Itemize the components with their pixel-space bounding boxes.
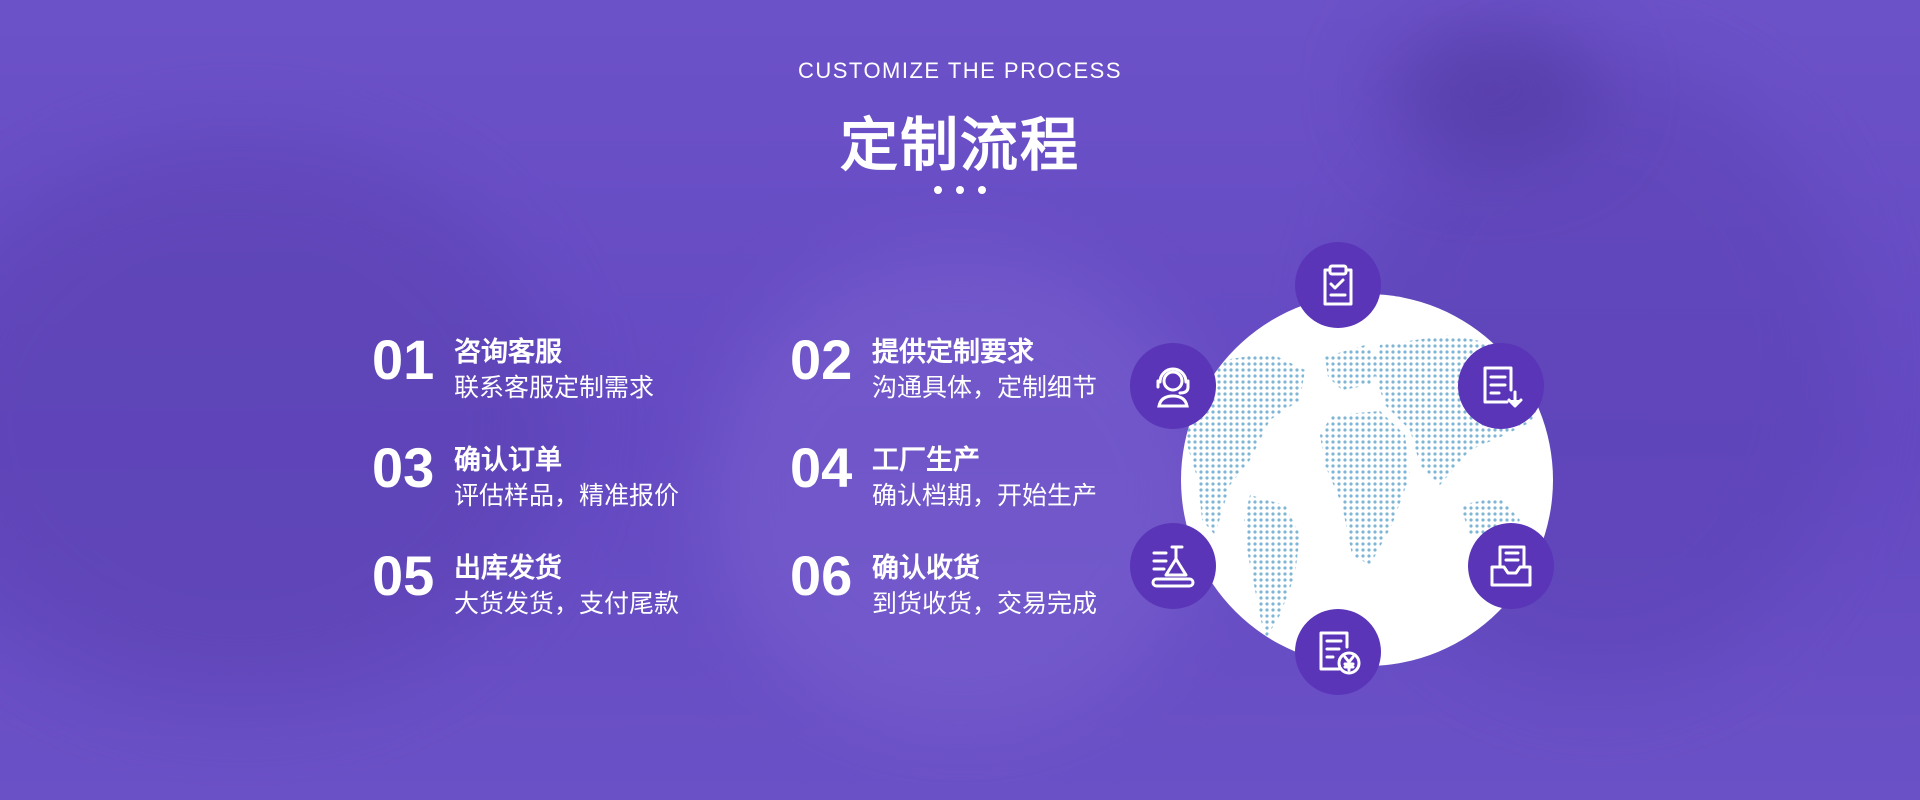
step-title: 工厂生产 <box>872 445 980 476</box>
title-dots-divider <box>0 186 1920 202</box>
invoice-yen-icon-badge <box>1295 609 1381 695</box>
step-description: 大货发货，支付尾款 <box>454 589 680 618</box>
step-number: 01 <box>372 328 435 391</box>
step-title: 确认收货 <box>872 553 980 584</box>
step-number: 02 <box>790 328 853 391</box>
step-title: 确认订单 <box>454 445 562 476</box>
customer-service-icon-badge <box>1130 343 1216 429</box>
section-title: 定制流程 <box>839 111 1080 179</box>
step-title: 出库发货 <box>454 553 562 584</box>
checklist-icon <box>1323 264 1353 306</box>
step-description: 评估样品，精准报价 <box>454 481 680 510</box>
inbox-document-icon-badge <box>1468 523 1554 609</box>
step-number: 05 <box>372 544 435 607</box>
process-globe-graphic <box>1120 235 1560 695</box>
document-download-icon <box>1483 366 1523 408</box>
customer-service-icon <box>1156 367 1190 408</box>
step-description: 沟通具体，定制细节 <box>872 373 1098 402</box>
inbox-document-icon <box>1490 545 1532 587</box>
step-description: 到货收货，交易完成 <box>872 589 1098 618</box>
step-description: 联系客服定制需求 <box>454 373 655 402</box>
step-number: 03 <box>372 436 435 499</box>
document-download-icon-badge <box>1458 343 1544 429</box>
step-title: 提供定制要求 <box>872 337 1034 368</box>
checklist-icon-badge <box>1295 242 1381 328</box>
step-number: 06 <box>790 544 853 607</box>
step-number: 04 <box>790 436 853 499</box>
invoice-yen-icon <box>1319 631 1361 675</box>
step-title: 咨询客服 <box>454 337 562 368</box>
lab-production-icon-badge <box>1130 523 1216 609</box>
section-subtitle: CUSTOMIZE THE PROCESS <box>797 58 1123 83</box>
step-description: 确认档期，开始生产 <box>872 481 1098 510</box>
lab-production-icon <box>1151 545 1195 588</box>
